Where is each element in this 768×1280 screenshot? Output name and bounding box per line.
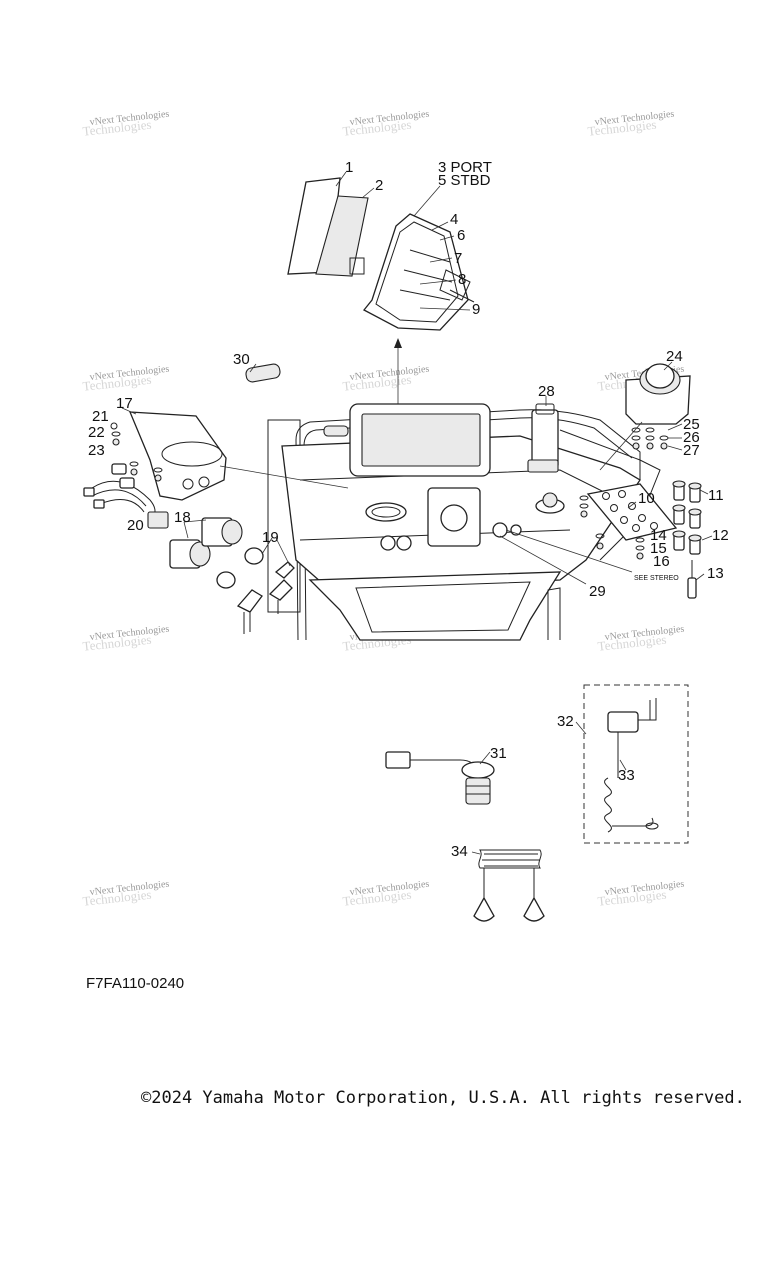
- keys-19: [236, 537, 295, 634]
- watermark: Technologies: [342, 887, 412, 909]
- callout-3: 3 PORT: [438, 159, 492, 176]
- display-housing: [363, 213, 469, 331]
- callout-7: 7: [454, 250, 462, 267]
- watermark: Technologies: [342, 117, 412, 139]
- callout-10: 10: [638, 490, 655, 507]
- callout-14: 14: [650, 527, 667, 544]
- side-panel-17: [110, 407, 349, 501]
- callout-1: 1: [345, 159, 353, 176]
- knob: [380, 535, 396, 551]
- callout-8: 8: [458, 271, 466, 288]
- callout-5: 5 STBD: [438, 172, 491, 189]
- callout-25: 25: [683, 416, 700, 433]
- callout-19: 19: [262, 529, 279, 546]
- knob: [396, 535, 412, 551]
- callout-34: 34: [451, 843, 468, 860]
- callout-12: 12: [712, 527, 729, 544]
- callout-33: 33: [618, 767, 635, 784]
- console-lower-box: [308, 571, 562, 641]
- leader-29: [499, 529, 633, 585]
- callouts: 1 2 3 PORT 5 STBD 4 6 7 8 9 10 11 12 13 …: [88, 159, 729, 860]
- switches-11-12: [672, 480, 713, 555]
- switches-18: [169, 517, 264, 589]
- display-housing-inner: [375, 221, 459, 323]
- callout-4: 4: [450, 211, 458, 228]
- watermark: Technologies: [597, 632, 667, 654]
- cup-holder: [365, 502, 407, 522]
- console-body: [267, 403, 661, 641]
- pin-13: [687, 560, 705, 599]
- callout-31: 31: [490, 745, 507, 762]
- see-stereo-note: SEE STEREO: [634, 575, 679, 582]
- callout-9: 9: [472, 301, 480, 318]
- callout-28: 28: [538, 383, 555, 400]
- copyright-notice: ©2024 Yamaha Motor Corporation, U.S.A. A…: [141, 1088, 745, 1108]
- display-panel: [315, 195, 369, 277]
- part-32-33: [575, 684, 689, 844]
- callout-24: 24: [666, 348, 683, 365]
- watermark: Technologies: [82, 372, 152, 394]
- harness-20: [83, 463, 169, 529]
- watermark: Technologies: [82, 117, 152, 139]
- diagram-code: F7FA110-0240: [86, 975, 185, 992]
- callout-32: 32: [557, 713, 574, 730]
- callout-13: 13: [707, 565, 724, 582]
- part-31: [385, 751, 495, 805]
- callout-18: 18: [174, 509, 191, 526]
- display-connector: [349, 257, 365, 275]
- watermark: Technologies: [342, 372, 412, 394]
- washers-25-27: [631, 423, 683, 451]
- lanyard-34: [471, 849, 545, 922]
- callout-23: 23: [88, 442, 105, 459]
- fob-30: [245, 363, 349, 437]
- callout-22: 22: [88, 424, 105, 441]
- watermark: Technologies: [587, 117, 657, 139]
- callout-17: 17: [116, 395, 133, 412]
- callout-26: 26: [683, 429, 700, 446]
- phone-holder-28: [527, 396, 559, 473]
- callout-11: 11: [708, 487, 724, 504]
- main-screen-glass: [361, 413, 481, 467]
- watermark: Technologies: [82, 887, 152, 909]
- switch-plate-10: [579, 480, 713, 599]
- display-assembly: [287, 171, 475, 408]
- callout-16: 16: [653, 553, 670, 570]
- callout-29: 29: [589, 583, 606, 600]
- callout-15: 15: [650, 540, 667, 557]
- switch: [492, 522, 508, 538]
- parts-diagram: Technologies vNext Technologies Technolo…: [82, 109, 729, 922]
- watermark: Technologies: [597, 887, 667, 909]
- callout-21: 21: [92, 408, 109, 425]
- lever-24: [599, 361, 691, 471]
- callout-20: 20: [127, 517, 144, 534]
- callout-27: 27: [683, 442, 700, 459]
- arrow-up-icon: [394, 338, 402, 348]
- callout-6: 6: [457, 227, 465, 244]
- callout-30: 30: [233, 351, 250, 368]
- watermark: Technologies: [82, 632, 152, 654]
- callout-2: 2: [375, 177, 383, 194]
- console-frame: [295, 409, 641, 641]
